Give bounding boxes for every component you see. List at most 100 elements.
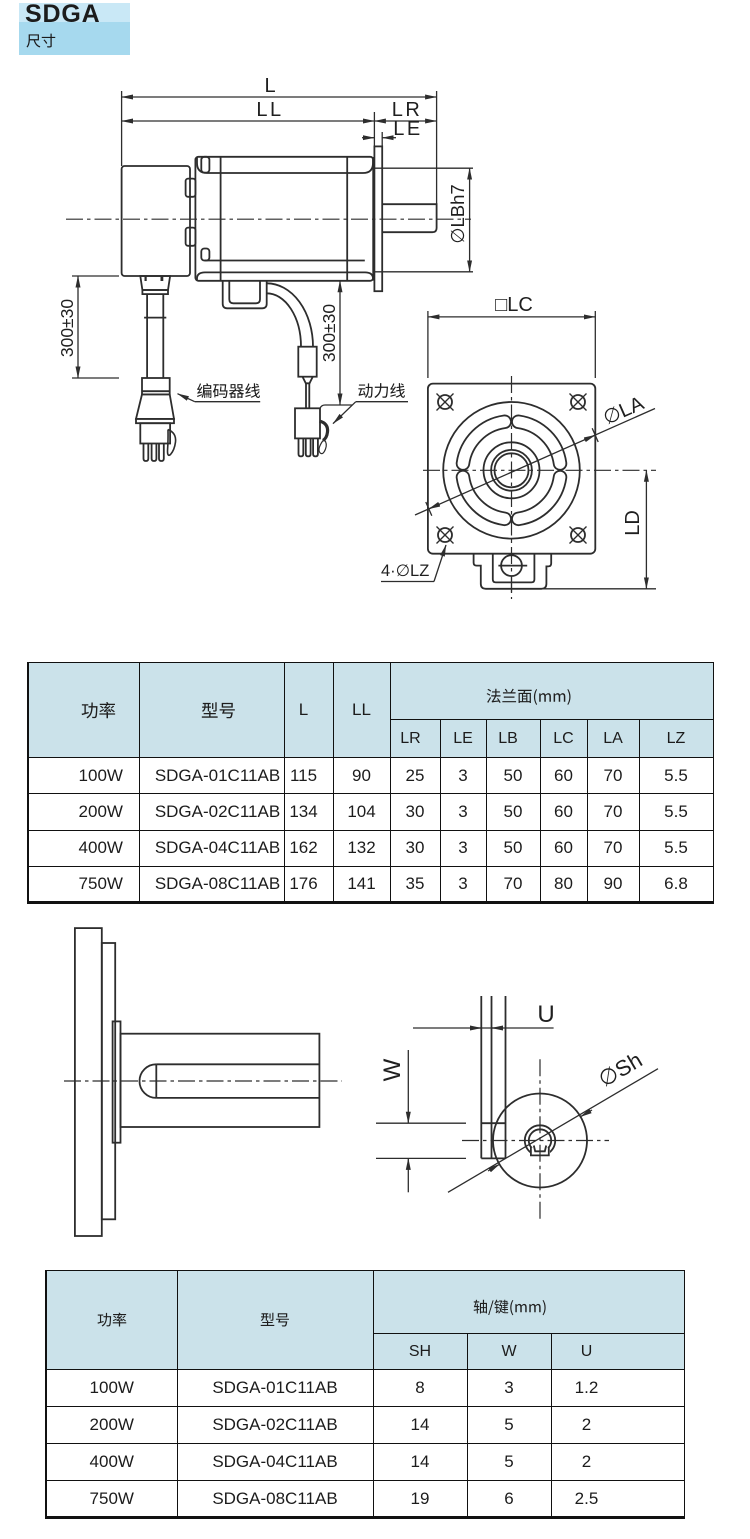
encoder-connector-loop <box>166 428 177 457</box>
front-view-dimensions: □LC ∅LA LD 4·∅LZ <box>381 294 656 590</box>
page-title: SDGA <box>25 0 101 28</box>
col-header-shaft-group <box>372 1270 685 1334</box>
table-cell: 750W <box>45 1480 178 1518</box>
table-cell: 30 <box>389 829 441 867</box>
shaft-end-view <box>376 996 609 1223</box>
table-cell: 2 <box>550 1406 685 1444</box>
table-cell: 5 <box>466 1443 552 1481</box>
col-header-LA: LA <box>586 719 640 758</box>
table-cell: 25 <box>389 756 441 795</box>
col-header-model2 <box>176 1270 374 1370</box>
power-connector-loop <box>318 419 330 442</box>
table-cell: 134 <box>283 793 334 831</box>
label-encoder-cable <box>197 383 260 399</box>
table-cell: 400W <box>45 1443 178 1481</box>
table-cell: 100W <box>45 1369 178 1407</box>
dim-LL: LL <box>256 99 283 121</box>
mounting-hole <box>436 393 454 411</box>
body-hook-bottom <box>200 247 211 262</box>
table-cell: 3 <box>439 756 487 795</box>
dim-cable-length-right: 300±30 <box>319 304 339 363</box>
table-cell: 6 <box>466 1480 552 1518</box>
label-subtitle <box>26 33 56 48</box>
table-cell: SDGA-08C11AB <box>176 1480 374 1518</box>
power-cable-ferrule <box>297 345 318 378</box>
keyway <box>138 1063 320 1099</box>
table-cell: 5 <box>466 1406 552 1444</box>
table-cell: 14 <box>372 1406 468 1444</box>
table-cell: 50 <box>485 756 541 795</box>
col-header-LR: LR <box>389 719 441 758</box>
mounting-holes <box>436 393 587 544</box>
table-cell: 19 <box>372 1480 468 1518</box>
table-cell: 104 <box>332 793 391 831</box>
dim-LR: LR <box>392 99 423 121</box>
table-cell: 70 <box>586 793 640 831</box>
table-cell: 3 <box>439 865 487 904</box>
table-cell: 60 <box>539 829 588 867</box>
motor-dimension-drawing: L LL LR LE ∅LBh7 300±30 300±30 <box>57 75 656 599</box>
dim-LZ: 4·∅LZ <box>381 562 429 580</box>
col-header-LB: LB <box>485 719 541 758</box>
label-power-cable <box>358 383 405 398</box>
motor-body <box>194 155 375 282</box>
label-model-header <box>201 701 235 718</box>
shaft-dimensions: W U ∅Sh <box>379 1001 659 1193</box>
table-cell: 162 <box>283 829 334 867</box>
col-header-U: U <box>550 1333 685 1370</box>
dim-LC: □LC <box>495 294 533 316</box>
shaft-side-view <box>64 927 342 1237</box>
table-cell: SDGA-01C11AB <box>176 1369 374 1407</box>
shaft-side <box>119 1032 321 1128</box>
col-header-flange-group <box>389 662 714 720</box>
dim-U: U <box>537 1001 554 1028</box>
label-flange-group <box>486 688 571 705</box>
col-header-SH: SH <box>372 1333 468 1370</box>
table-cell: 750W <box>27 865 140 904</box>
table-cell: 200W <box>45 1406 178 1444</box>
col-header-LC: LC <box>539 719 588 758</box>
table-cell: 90 <box>586 865 640 904</box>
mounting-hole <box>436 526 454 544</box>
body-bottom-rail <box>196 271 374 281</box>
table-cell: 176 <box>283 865 334 904</box>
col-header-power <box>27 662 140 758</box>
table-cell: 5.5 <box>638 756 714 795</box>
power-connector <box>294 407 321 440</box>
table-cell: 115 <box>283 756 334 795</box>
table-cell: 70 <box>485 865 541 904</box>
table-cell: 5.5 <box>638 829 714 867</box>
label-power-header <box>81 701 116 718</box>
table-cell: 400W <box>27 829 140 867</box>
table-cell: 35 <box>389 865 441 904</box>
dim-LE: LE <box>393 118 422 140</box>
table-cell: 80 <box>539 865 588 904</box>
body-top-rail <box>196 157 374 174</box>
table-cell: 1.2 <box>550 1369 685 1407</box>
label-shaft-group <box>473 1299 546 1316</box>
col-header-power2 <box>45 1270 178 1370</box>
body-hook-top <box>200 155 211 174</box>
page-subtitle <box>26 31 56 51</box>
dim-LA: ∅LA <box>600 392 648 429</box>
dim-LD: LD <box>622 510 644 536</box>
dim-Sh: ∅Sh <box>594 1047 646 1092</box>
table-cell: 70 <box>586 756 640 795</box>
col-header-L: L <box>283 662 334 758</box>
table-cell: 141 <box>332 865 391 904</box>
table-cell: 6.8 <box>638 865 714 904</box>
label-power-header2 <box>97 1312 126 1327</box>
table-cell: 30 <box>389 793 441 831</box>
title-block: SDGA <box>19 0 130 55</box>
col-header-LL: LL <box>332 662 391 758</box>
table-cell: 60 <box>539 793 588 831</box>
shaft <box>382 203 438 234</box>
terminal-box <box>221 280 268 310</box>
